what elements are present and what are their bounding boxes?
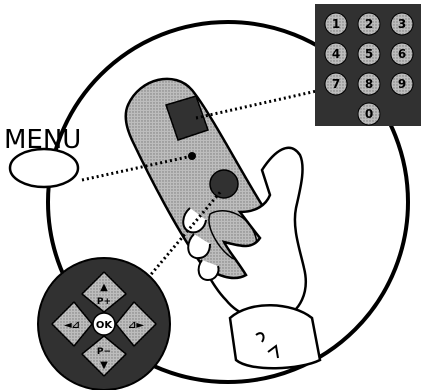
keypad-key-shape: [324, 12, 348, 36]
program-down-label: P−: [97, 347, 111, 357]
keypad-key-shape: [357, 102, 381, 126]
keypad-key-5[interactable]: 5: [357, 42, 381, 66]
leader-lines: [81, 86, 331, 279]
navpad-leader: [146, 189, 224, 279]
ok-button[interactable]: OK: [92, 312, 116, 336]
keypad-key-shape: [357, 12, 381, 36]
keypad-key-label: 6: [398, 47, 406, 61]
keypad-key-0[interactable]: 0: [357, 102, 381, 126]
keypad-key-label: 3: [398, 17, 406, 31]
keypad-key-8[interactable]: 8: [357, 72, 381, 96]
volume-down-label: ◄⊿: [64, 320, 80, 331]
keypad-key-shape: [357, 42, 381, 66]
numeric-keypad: 1 2 3 4 5 6 7 8 9 0: [315, 4, 421, 126]
svg-text:▼: ▼: [100, 360, 108, 371]
keypad-key-label: 7: [332, 77, 340, 91]
program-up-button[interactable]: ▲ P+: [80, 270, 128, 313]
svg-text:▲: ▲: [100, 282, 108, 293]
keypad-key-shape: [390, 42, 414, 66]
volume-up-button[interactable]: ⊿►: [115, 300, 158, 348]
magnifier-circle: [46, 20, 410, 384]
keypad-key-9[interactable]: 9: [390, 72, 414, 96]
keypad-key-6[interactable]: 6: [390, 42, 414, 66]
keypad-key-shape: [357, 72, 381, 96]
keypad-key-shape: [324, 72, 348, 96]
keypad-key-shape: [324, 42, 348, 66]
keypad-key-label: 1: [332, 17, 340, 31]
keypad-key-shape: [390, 12, 414, 36]
keypad-key-3[interactable]: 3: [390, 12, 414, 36]
keypad-key-label: 5: [365, 47, 373, 61]
navigation-pad: ▲ P+ P− ▼ ◄⊿ ⊿► OK: [37, 257, 171, 390]
menu-leader: [81, 154, 193, 182]
hand: [182, 146, 322, 370]
keypad-leader: [195, 86, 331, 120]
volume-down-button[interactable]: ◄⊿: [50, 300, 93, 348]
ok-label: OK: [96, 320, 114, 331]
keypad-key-1[interactable]: 1: [324, 12, 348, 36]
program-down-button[interactable]: P− ▼: [80, 335, 128, 378]
keypad-key-label: 4: [332, 47, 340, 61]
keypad-key-4[interactable]: 4: [324, 42, 348, 66]
keypad-key-shape: [390, 72, 414, 96]
keypad-key-7[interactable]: 7: [324, 72, 348, 96]
keypad-key-label: 2: [365, 17, 373, 31]
volume-up-label: ⊿►: [128, 320, 144, 331]
keypad-key-label: 0: [365, 107, 373, 121]
keypad-key-label: 8: [365, 77, 373, 91]
program-up-label: P+: [97, 297, 111, 307]
keypad-key-2[interactable]: 2: [357, 12, 381, 36]
keypad-key-label: 9: [398, 77, 406, 91]
menu-button[interactable]: [8, 147, 80, 189]
